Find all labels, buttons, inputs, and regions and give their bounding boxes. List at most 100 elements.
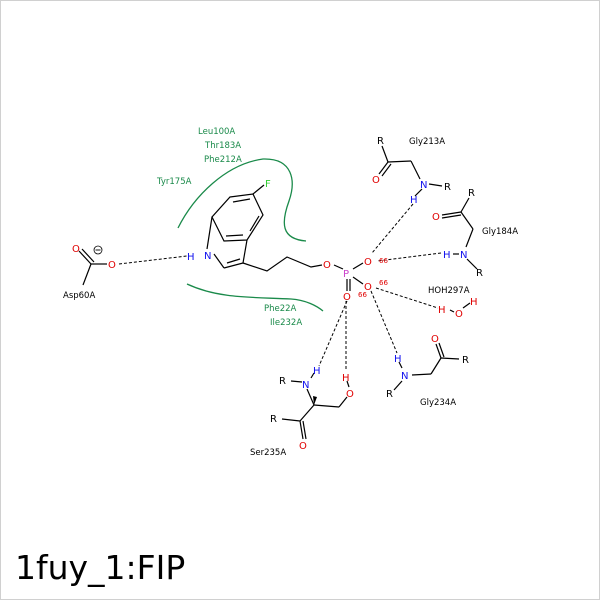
atom-ser235-h-n: H: [313, 366, 321, 377]
label-gly184: Gly184A: [482, 227, 518, 237]
bond-p-o1: [352, 262, 364, 270]
label-gly234: Gly234A: [420, 398, 456, 408]
gly234-bond-n-r: [393, 380, 403, 391]
atom-hoh297-h2: H: [470, 297, 478, 308]
residue-gly184: R O N H R Gly184A: [432, 188, 518, 279]
ser235-bond-c-o: [299, 420, 304, 440]
gly213-bond-c-o: [378, 161, 389, 175]
hoh297-bond-o-h1: [449, 309, 455, 313]
hydrophobic-contact-arcs: [177, 158, 324, 312]
atom-gly234-r2: R: [386, 389, 393, 400]
residue-gly213: R O N R H Gly213A: [372, 136, 451, 206]
pyrrole-bond-2: [213, 253, 225, 269]
gly213-bond-r-c: [381, 145, 389, 163]
bond-p-o2: [352, 276, 364, 285]
atom-asp60-o2: O: [108, 260, 116, 271]
label-phe212: Phe212A: [204, 155, 242, 165]
charge-minus-circle: [93, 245, 103, 255]
residue-gly234: H N O R R Gly234A: [386, 334, 469, 408]
atom-o-phosphate-1: O: [364, 257, 372, 268]
pyrrole-bond-4: [242, 239, 248, 264]
pyrrole-bond-1: [206, 216, 213, 250]
atom-gly213-n: N: [420, 180, 427, 191]
benzene-inner-bond-1: [232, 198, 251, 203]
bond-c-f: [252, 184, 265, 195]
asp60-bond-co-double: [81, 248, 95, 263]
label-ser235: Ser235A: [250, 448, 286, 458]
gly213-bond-c-ca: [387, 160, 412, 163]
gly213-bond-n-h: [414, 188, 423, 197]
ser235-bond-n-h: [310, 372, 315, 379]
residue-hoh297: HOH297A H O H: [428, 286, 478, 320]
pyrrole-double-bond: [226, 258, 241, 264]
hydrophobic-labels: Leu100A Thr183A Phe212A Tyr175A Phe22A I…: [156, 127, 302, 328]
ser235-bond-c-r: [281, 418, 301, 422]
hbond-gly184: [376, 252, 442, 262]
gly234-bond-c-r: [440, 357, 460, 360]
charge-label-2: 66: [379, 279, 388, 287]
label-thr183: Thr183A: [204, 141, 241, 151]
atom-h-indole: H: [187, 252, 195, 263]
label-asp60: Asp60A: [63, 291, 95, 301]
gly184-bond-c-o: [441, 211, 462, 216]
gly184-bond-c-ca: [460, 211, 474, 230]
hbond-ser235-nh: [318, 300, 348, 367]
atom-gly184-h: H: [443, 250, 451, 261]
atom-f: F: [265, 179, 271, 190]
gly213-bond-n-r: [428, 183, 443, 187]
asp60-bond-co: [78, 250, 92, 265]
benzene-inner-bond-2: [225, 234, 244, 237]
gly213-bond-ca-n: [410, 160, 421, 180]
hbond-gly213: [371, 203, 414, 254]
hydrophobic-arc-upper: [177, 158, 307, 242]
atom-asp60-o1: O: [72, 244, 80, 255]
gly184-bond-c-o-double: [441, 214, 462, 219]
atom-ser235-h-o: H: [342, 373, 350, 384]
gly234-bond-ca-c: [430, 357, 442, 375]
pyrrole-bond-3: [223, 262, 244, 269]
atom-gly234-n: N: [401, 371, 408, 382]
atom-ser235-r2: R: [270, 414, 277, 425]
atom-gly213-o: O: [372, 175, 380, 186]
atom-o-ester: O: [323, 260, 331, 271]
residue-ser235: R H N H O R O Ser235A: [250, 366, 354, 458]
charge-label-3: 66: [358, 291, 367, 299]
hbond-hoh297: [375, 287, 439, 309]
residue-asp60: O O Asp60A: [63, 244, 116, 301]
ser235-bond-n-r: [290, 380, 303, 383]
ser235-bond-o-h: [346, 380, 350, 388]
ser235-bond-n-ca: [306, 388, 315, 406]
structure-caption: 1fuy_1:FIP: [15, 548, 186, 587]
label-phe22: Phe22A: [264, 304, 297, 314]
label-tyr175: Tyr175A: [156, 177, 192, 187]
atom-ser235-o-hydroxyl: O: [346, 389, 354, 400]
atom-ser235-o-carbonyl: O: [299, 441, 307, 452]
hoh297-bond-o-h2: [462, 302, 471, 309]
hydrophobic-arc-lower: [186, 283, 324, 312]
gly234-bond-c-o-double: [438, 342, 445, 358]
gly184-bond-r-c: [460, 197, 470, 213]
atom-gly184-r2: R: [476, 268, 483, 279]
atom-gly234-h: H: [394, 354, 402, 365]
atom-gly184-n: N: [460, 250, 467, 261]
gly184-bond-n-r: [466, 258, 478, 270]
atom-gly234-r1: R: [462, 355, 469, 366]
atom-ser235-r1: R: [279, 376, 286, 387]
atom-gly213-r1: R: [377, 136, 384, 147]
asp60-bond-backbone: [82, 263, 92, 286]
ligand-fip: [206, 184, 364, 291]
atom-gly234-o: O: [431, 334, 439, 345]
atom-gly184-o: O: [432, 212, 440, 223]
bond-o-p: [333, 264, 344, 270]
ligand-atoms: F N H O P O O O 66 66 66: [187, 179, 388, 303]
ser235-bond-cb-o: [338, 396, 348, 408]
label-gly213: Gly213A: [409, 137, 445, 147]
atom-o-phosphate-3: O: [343, 292, 351, 303]
hbond-gly234: [370, 290, 398, 354]
hydrogen-bonds: [118, 203, 442, 371]
label-hoh297: HOH297A: [428, 286, 470, 296]
ser235-bond-c-o-double: [302, 420, 307, 440]
atom-p: P: [343, 269, 349, 280]
